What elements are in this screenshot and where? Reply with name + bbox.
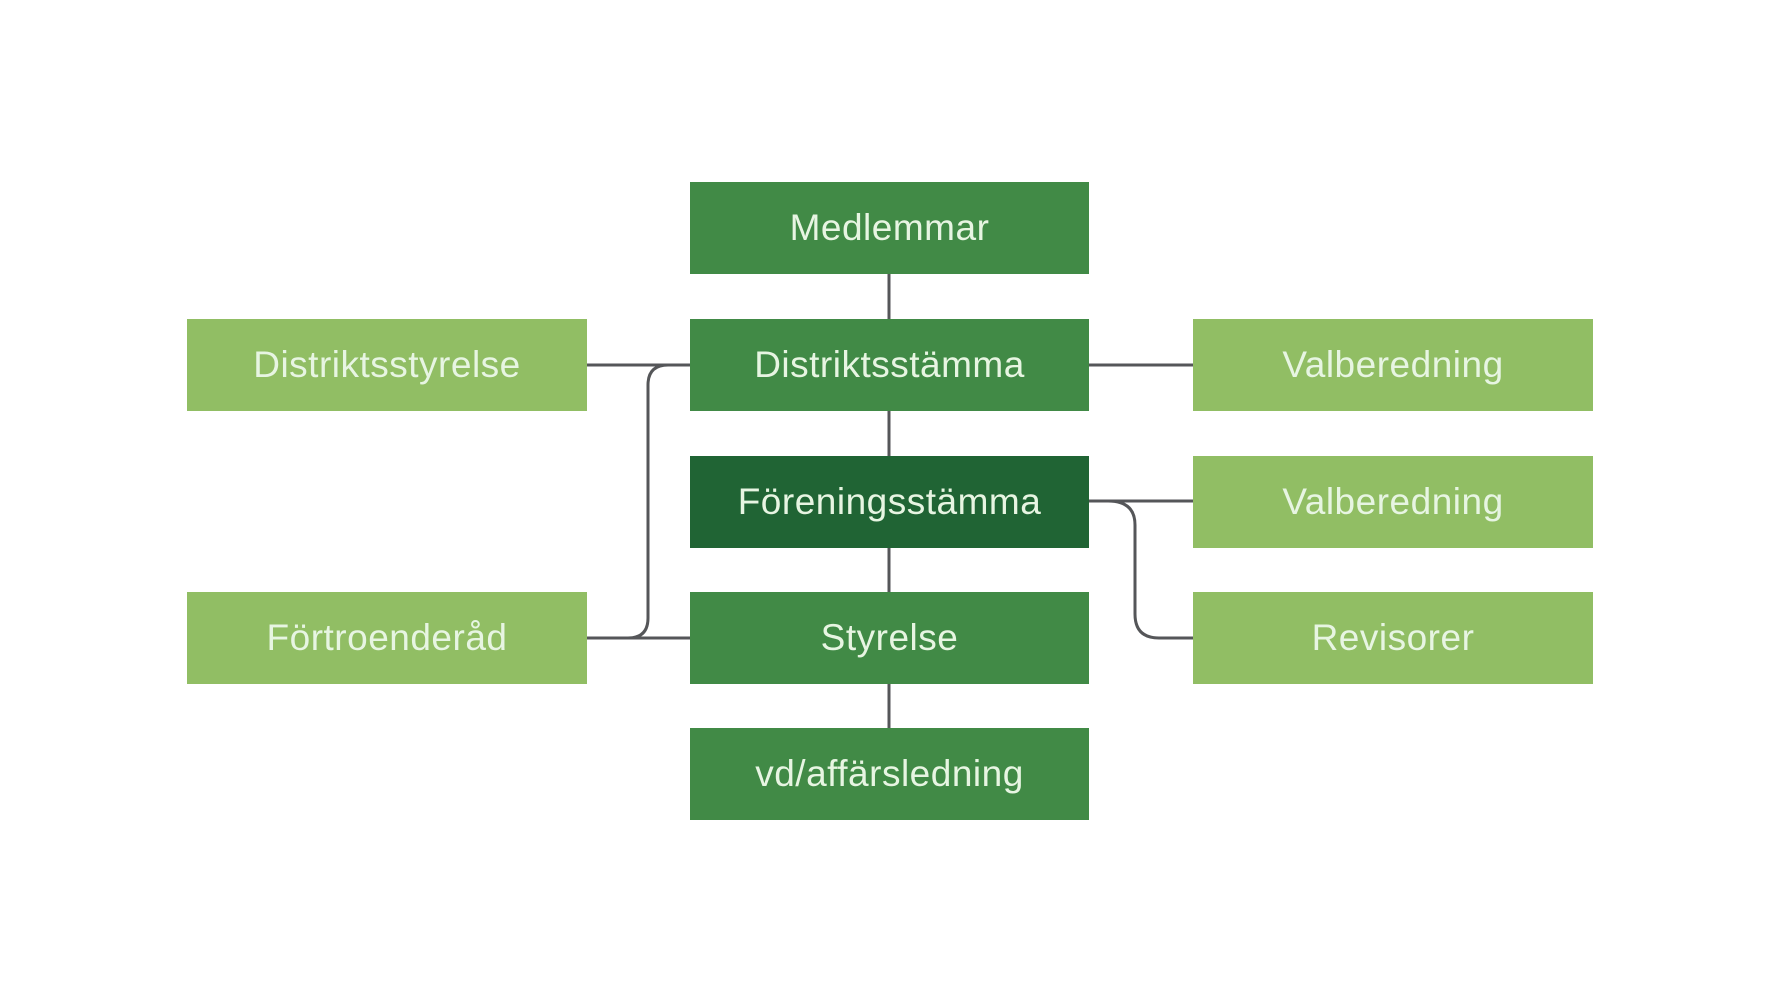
- node-distriktsstamma: Distriktsstämma: [690, 319, 1089, 411]
- node-distriktsstyrelse: Distriktsstyrelse: [187, 319, 587, 411]
- connector-right-branch-revisorer: [1107, 499, 1193, 640]
- node-foreningsstamma: Föreningsstämma: [690, 456, 1089, 548]
- node-styrelse: Styrelse: [690, 592, 1089, 684]
- node-valberedning-forening: Valberedning: [1193, 456, 1593, 548]
- node-vd-affarsledning: vd/affärsledning: [690, 728, 1089, 820]
- node-medlemmar: Medlemmar: [690, 182, 1089, 274]
- node-valberedning-distrikt: Valberedning: [1193, 319, 1593, 411]
- node-fortroenderad: Förtroenderåd: [187, 592, 587, 684]
- node-revisorer: Revisorer: [1193, 592, 1593, 684]
- connector-left-branch: [627, 363, 669, 640]
